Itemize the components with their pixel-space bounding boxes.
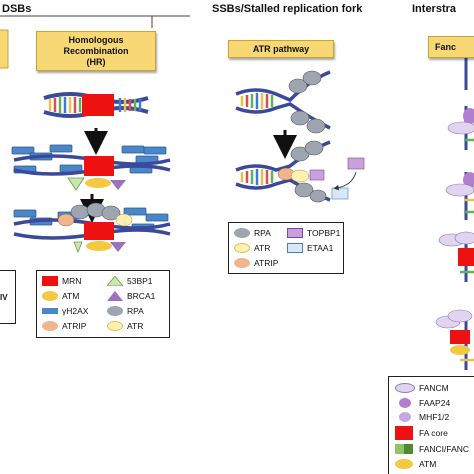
atr-fork-1 bbox=[235, 70, 331, 134]
fa-legend-faap24: FAAP24 bbox=[395, 398, 450, 408]
legend-label: ATM bbox=[62, 291, 80, 301]
atr-symbol bbox=[234, 243, 250, 253]
atm-symbol bbox=[395, 459, 413, 469]
legend-label: FAAP24 bbox=[419, 398, 451, 408]
header-interstrand: Interstra bbox=[412, 3, 457, 15]
hr-legend-h2ax: γH2AX bbox=[42, 306, 88, 316]
nhej-legend-partial: IV bbox=[0, 270, 16, 324]
legend-label: BRCA1 bbox=[127, 291, 156, 301]
fancm-symbol bbox=[395, 383, 415, 393]
atr-legend-atrip: ATRIP bbox=[234, 258, 278, 268]
hr-legend-mrn: MRN bbox=[42, 276, 81, 286]
brca1-symbol bbox=[107, 291, 123, 301]
legend-label: TOPBP1 bbox=[307, 228, 341, 238]
header-dsbs: DSBs bbox=[2, 3, 32, 15]
atrip-symbol bbox=[234, 258, 250, 268]
legend-label: ATR bbox=[254, 243, 271, 253]
hr-legend: MRN 53BP1 ATM BRCA1 γH2AX RPA ATRIP ATR bbox=[36, 270, 170, 338]
fanc-box-label: Fanc bbox=[435, 41, 457, 52]
53bp1-symbol bbox=[107, 276, 123, 286]
mhf-symbol bbox=[399, 412, 411, 422]
fa-core-symbol bbox=[395, 426, 413, 440]
fanc-box: Fanc bbox=[428, 36, 474, 58]
topbp1-symbol bbox=[287, 228, 303, 238]
atr-legend-rpa: RPA bbox=[234, 228, 271, 238]
legend-label: ATRIP bbox=[62, 321, 87, 331]
nhej-box-partial bbox=[0, 29, 9, 69]
faap24-symbol bbox=[399, 398, 411, 408]
legend-label: ATRIP bbox=[254, 258, 279, 268]
hr-dna-1 bbox=[43, 92, 149, 118]
fa-stage-3 bbox=[438, 231, 474, 282]
legend-label: ATR bbox=[127, 321, 144, 331]
rpa-symbol bbox=[107, 306, 123, 316]
hr-legend-atr: ATR bbox=[107, 321, 143, 331]
fa-stage-2 bbox=[445, 172, 474, 220]
legend-label: MHF1/2 bbox=[419, 412, 450, 422]
legend-label: RPA bbox=[254, 228, 271, 238]
hr-dna-3 bbox=[13, 202, 171, 254]
legend-label: FANCI/FANC bbox=[419, 444, 470, 454]
legend-label: ATM bbox=[419, 459, 437, 469]
legend-label: 53BP1 bbox=[127, 276, 153, 286]
hr-legend-rpa: RPA bbox=[107, 306, 144, 316]
legend-label: MRN bbox=[62, 276, 82, 286]
atr-fork-2 bbox=[235, 140, 365, 203]
atr-box-label: ATR pathway bbox=[252, 43, 310, 54]
fa-legend-mhf: MHF1/2 bbox=[395, 412, 449, 422]
hr-box: Homologous Recombination (HR) bbox=[36, 31, 156, 71]
rpa-symbol bbox=[234, 228, 250, 238]
nhej-legend-text: IV bbox=[0, 293, 8, 302]
mrn-symbol bbox=[42, 276, 58, 286]
fa-legend-fancm: FANCM bbox=[395, 383, 449, 393]
header-ssbs: SSBs/Stalled replication fork bbox=[212, 3, 363, 15]
hr-dna-2 bbox=[11, 144, 171, 191]
legend-label: RPA bbox=[127, 306, 144, 316]
hr-legend-atm: ATM bbox=[42, 291, 79, 301]
legend-label: FA core bbox=[419, 428, 448, 438]
atm-symbol bbox=[42, 291, 58, 301]
fa-legend-atm: ATM bbox=[395, 459, 436, 469]
atr-legend: RPA TOPBP1 ATR ETAA1 ATRIP bbox=[228, 222, 344, 274]
legend-label: ETAA1 bbox=[307, 243, 334, 253]
etaa1-symbol bbox=[287, 243, 303, 253]
hr-box-line2: Recombination bbox=[63, 45, 129, 56]
hr-legend-atrip: ATRIP bbox=[42, 321, 86, 331]
h2ax-symbol bbox=[42, 308, 58, 314]
dsb-bracket bbox=[0, 15, 190, 28]
atr-legend-atr: ATR bbox=[234, 243, 270, 253]
hr-box-line1: Homologous bbox=[68, 34, 124, 45]
atr-legend-topbp1: TOPBP1 bbox=[287, 228, 340, 238]
fa-legend-fanci: FANCI/FANC bbox=[395, 444, 469, 454]
hr-legend-53bp1: 53BP1 bbox=[107, 276, 153, 286]
atr-legend-etaa1: ETAA1 bbox=[287, 243, 333, 253]
legend-label: γH2AX bbox=[62, 306, 89, 316]
hr-legend-brca1: BRCA1 bbox=[107, 291, 155, 301]
fa-legend: FANCM FAAP24 MHF1/2 FA core FANCI/FANC A… bbox=[388, 376, 474, 474]
fa-stage-1 bbox=[447, 106, 474, 150]
fa-stage-4 bbox=[435, 309, 474, 370]
atr-box: ATR pathway bbox=[228, 40, 334, 58]
fa-legend-core: FA core bbox=[395, 426, 448, 440]
atr-symbol bbox=[107, 321, 123, 331]
hr-box-line3: (HR) bbox=[86, 56, 106, 67]
fanci-symbol bbox=[395, 444, 413, 454]
legend-label: FANCM bbox=[419, 383, 449, 393]
atrip-symbol bbox=[42, 321, 58, 331]
